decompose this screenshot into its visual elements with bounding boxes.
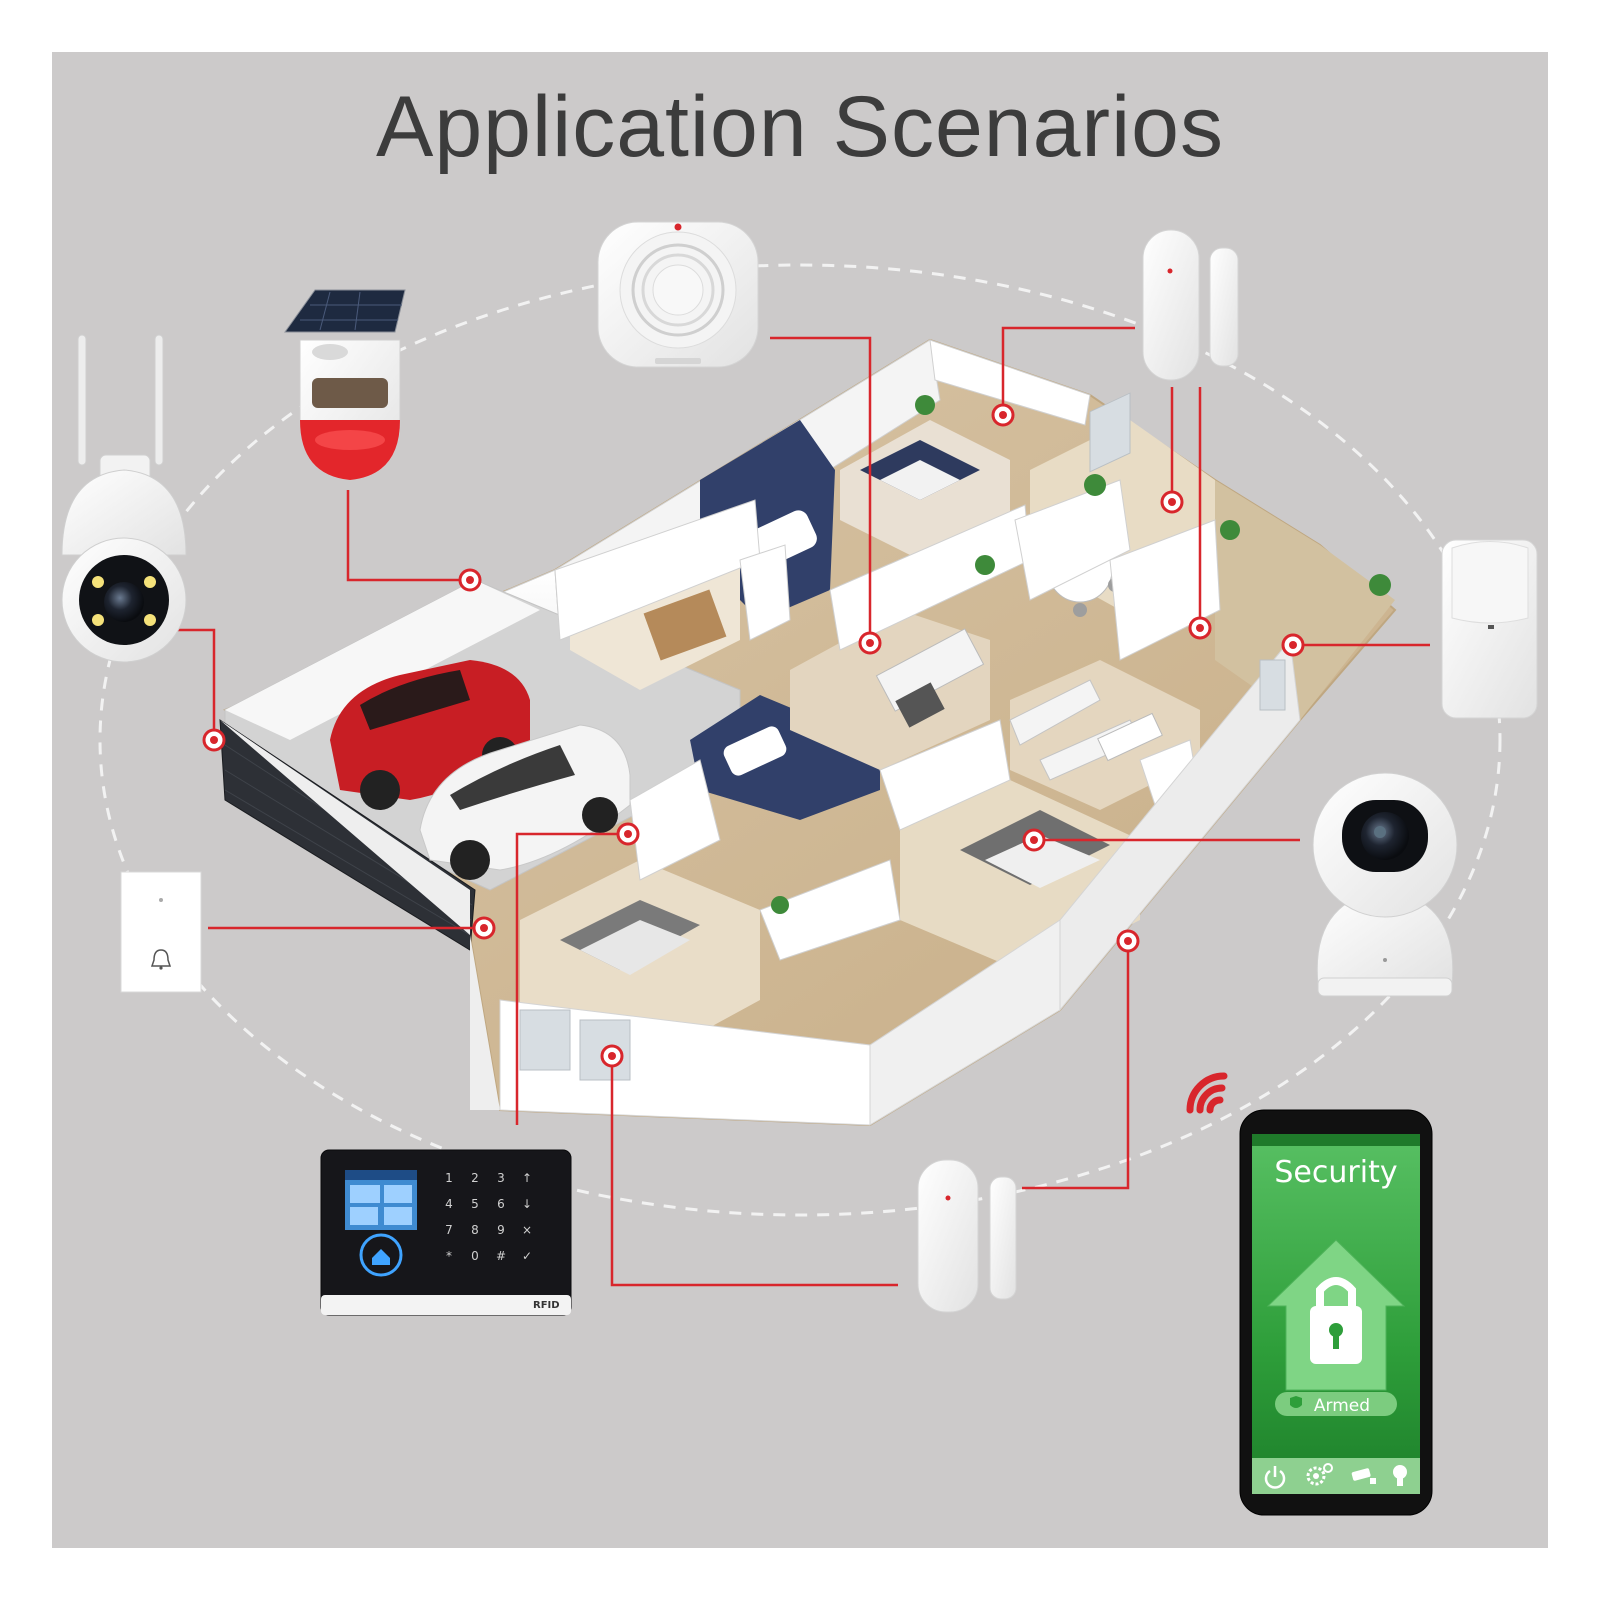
- keypad-key[interactable]: ✓: [522, 1249, 532, 1263]
- smoke-detector: [597, 221, 759, 368]
- keypad-key[interactable]: 2: [471, 1171, 479, 1185]
- wifi-signal-icon: [1186, 1072, 1228, 1114]
- indoor-dome-camera: [1312, 772, 1458, 997]
- settings-icon[interactable]: [1306, 1463, 1333, 1486]
- keypad-key[interactable]: 8: [471, 1223, 479, 1237]
- keypad-key[interactable]: ×: [522, 1223, 532, 1237]
- phone-screen-title: Security: [1274, 1155, 1397, 1190]
- keypad-key[interactable]: 0: [471, 1249, 479, 1263]
- wireless-doorbell: [120, 871, 202, 993]
- keypad-key[interactable]: 1: [445, 1171, 453, 1185]
- keypad-key[interactable]: *: [446, 1249, 452, 1263]
- alarm-keypad: 1 2 3 ↑ 4 5 6 ↓ 7 8 9 × * 0 # ✓: [445, 1171, 532, 1263]
- keypad-key[interactable]: 4: [445, 1197, 453, 1211]
- keypad-key[interactable]: 7: [445, 1223, 453, 1237]
- location-markers: [202, 403, 1305, 1068]
- keypad-key[interactable]: #: [496, 1249, 506, 1263]
- page-title: Application Scenarios: [375, 79, 1225, 175]
- armed-status-label: Armed: [1314, 1396, 1370, 1416]
- pir-motion-sensor: [1441, 539, 1538, 719]
- power-icon[interactable]: [1264, 1466, 1286, 1489]
- keypad-key[interactable]: ↓: [522, 1197, 532, 1211]
- phone-nav-bar: [1264, 1463, 1407, 1489]
- wifi-ptz-camera: [61, 334, 187, 663]
- door-window-sensor-top: [1142, 229, 1239, 381]
- keypad-key[interactable]: 5: [471, 1197, 479, 1211]
- solar-siren-pir: [284, 289, 406, 481]
- house-floorplan: [219, 338, 1397, 1127]
- door-window-sensor-bottom: [917, 1159, 1017, 1313]
- rfid-badge: RFID: [533, 1300, 560, 1311]
- keypad-key[interactable]: 3: [497, 1171, 505, 1185]
- keypad-key[interactable]: ↑: [522, 1171, 532, 1185]
- connector-lines: [176, 326, 1430, 1287]
- alarm-control-panel: [320, 1149, 572, 1316]
- smartphone-app: [1239, 1109, 1433, 1516]
- keypad-key[interactable]: 6: [497, 1197, 505, 1211]
- bulb-icon[interactable]: [1393, 1465, 1407, 1486]
- network-range-ellipse: [98, 263, 1502, 1217]
- camera-icon[interactable]: [1351, 1468, 1376, 1484]
- keypad-key[interactable]: 9: [497, 1223, 505, 1237]
